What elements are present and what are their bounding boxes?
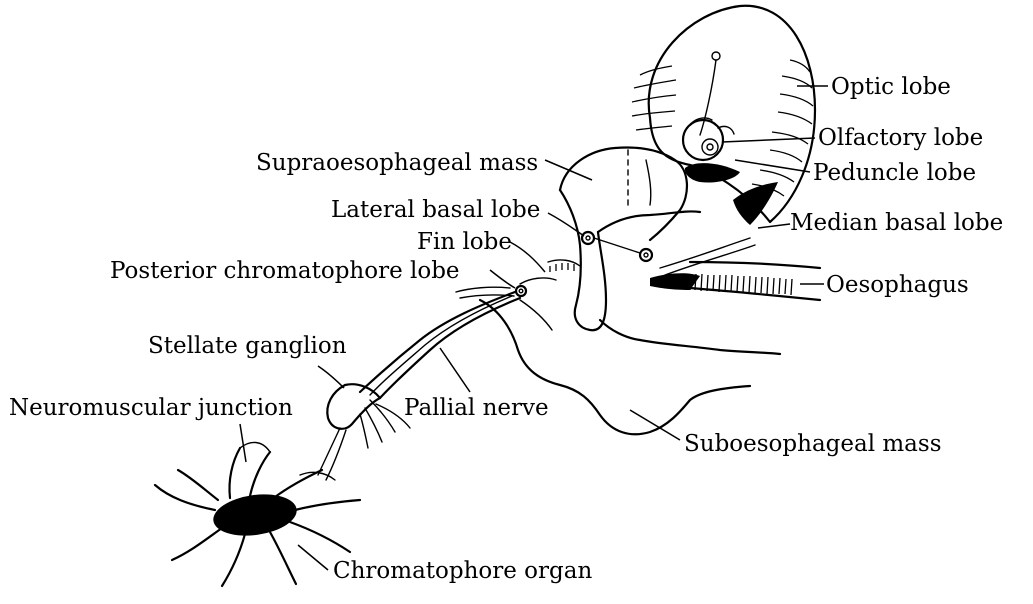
label-lateral-basal-lobe: Lateral basal lobe xyxy=(331,197,540,223)
label-fin-lobe: Fin lobe xyxy=(417,229,512,255)
label-peduncle-lobe: Peduncle lobe xyxy=(813,160,976,186)
label-neuromuscular-junction: Neuromuscular junction xyxy=(9,395,293,421)
label-posterior-chromatophore-lobe: Posterior chromatophore lobe xyxy=(110,258,460,284)
fin-lobe xyxy=(548,260,580,272)
label-chromatophore-organ: Chromatophore organ xyxy=(333,558,592,584)
label-stellate-ganglion: Stellate ganglion xyxy=(148,333,347,359)
label-olfactory-lobe: Olfactory lobe xyxy=(818,125,983,151)
median-basal-lobe-shape xyxy=(733,182,778,225)
stellate-ganglion xyxy=(318,384,410,480)
optic-lobe xyxy=(632,6,815,222)
label-suboesophageal-mass: Suboesophageal mass xyxy=(684,431,942,457)
olfactory-lobe xyxy=(683,118,734,160)
oesophagus xyxy=(650,262,820,300)
chromatophore-organ xyxy=(155,442,360,586)
pallial-nerve xyxy=(360,292,520,398)
label-median-basal-lobe: Median basal lobe xyxy=(790,210,1003,236)
label-supraoesophageal-mass: Supraoesophageal mass xyxy=(256,150,538,176)
label-pallial-nerve: Pallial nerve xyxy=(404,395,549,421)
peduncle-lobe xyxy=(685,163,740,182)
label-optic-lobe: Optic lobe xyxy=(831,74,951,100)
label-oesophagus: Oesophagus xyxy=(826,272,969,298)
